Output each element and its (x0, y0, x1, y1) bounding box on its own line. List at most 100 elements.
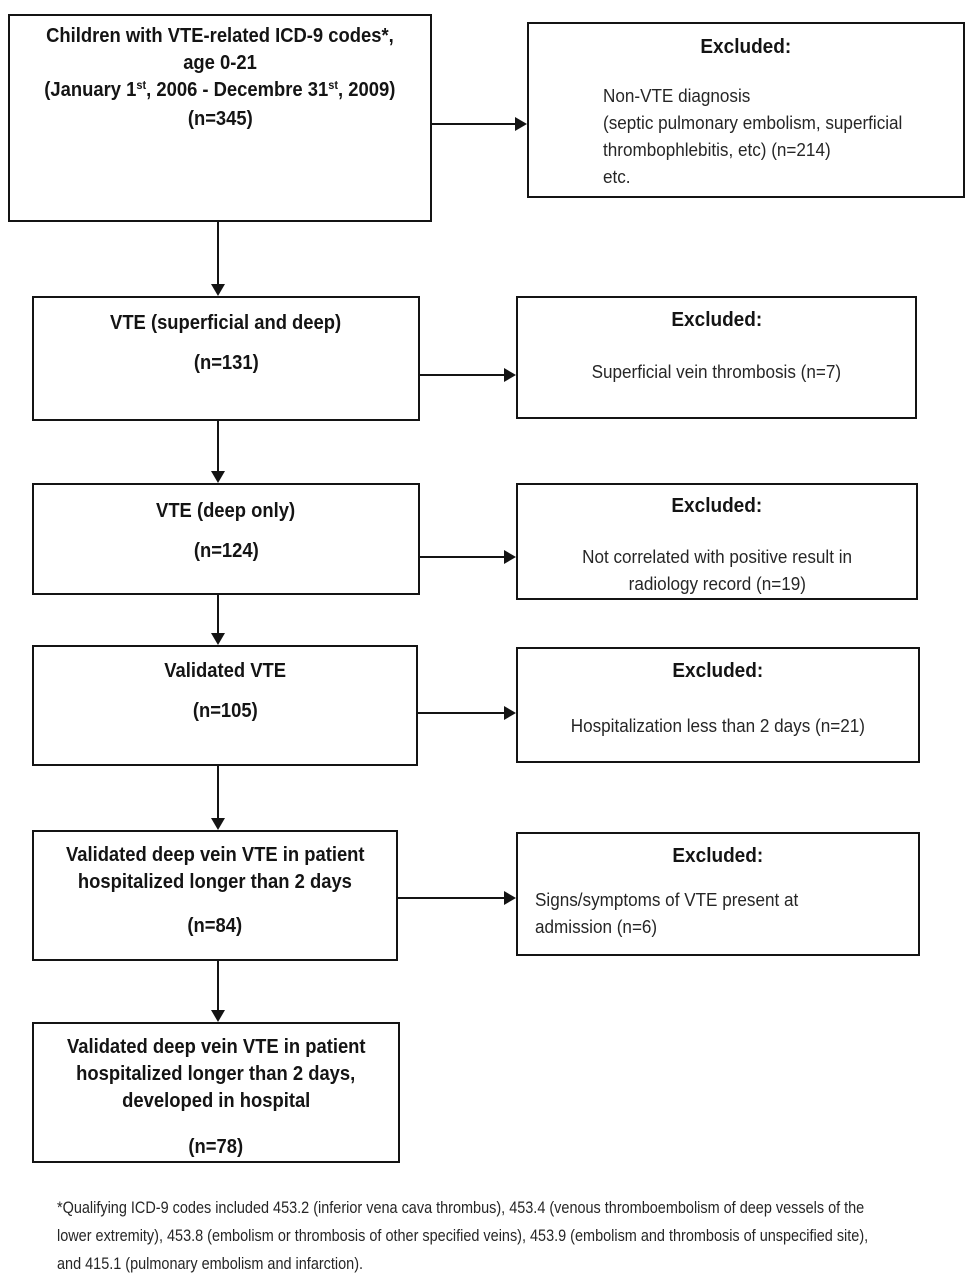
box-text: hospitalized longer than 2 days (77, 871, 353, 893)
down-arrow-3 (211, 595, 225, 645)
excluded-reason-text: Hospitalization less than 2 days (n=21) (570, 716, 866, 736)
down-arrow-2 (211, 421, 225, 483)
footnote-text: and 415.1 (pulmonary embolism and infarc… (57, 1254, 364, 1273)
box-text: (January 1st, 2006 - Decembre 31st, 2009… (44, 77, 395, 106)
sample-size-line: (n=124) (34, 538, 418, 565)
flow-box-vte-superficial-deep: VTE (superficial and deep) (n=131) (32, 296, 420, 421)
excluded-heading: Excluded: (529, 34, 963, 61)
flow-box-final-cohort: Validated deep vein VTE in patient hospi… (32, 1022, 400, 1163)
excluded-box-3: Excluded: Not correlated with positive r… (516, 483, 918, 600)
box-text: VTE (superficial and deep) (110, 312, 342, 334)
box-text-line: Validated VTE (34, 658, 416, 685)
arrow-head-icon (211, 471, 225, 483)
flow-box-validated-vte: Validated VTE (n=105) (32, 645, 418, 766)
excluded-reason-line: radiology record (n=19) (518, 571, 916, 598)
flow-box-vte-deep-only: VTE (deep only) (n=124) (32, 483, 420, 595)
excluded-box-1: Excluded: Non-VTE diagnosis (septic pulm… (527, 22, 965, 198)
excluded-reason-line: Non-VTE diagnosis (603, 83, 963, 110)
flow-box-validated-dvt-hospitalized: Validated deep vein VTE in patient hospi… (32, 830, 398, 961)
arrow-head-icon (504, 706, 516, 720)
box-text-line: developed in hospital (34, 1088, 398, 1115)
excluded-reasons: Hospitalization less than 2 days (n=21) (518, 713, 918, 740)
box-text-line: VTE (superficial and deep) (34, 310, 418, 337)
footnote: *Qualifying ICD-9 codes included 453.2 (… (57, 1194, 971, 1278)
excluded-box-5: Excluded: Signs/symptoms of VTE present … (516, 832, 920, 956)
arrow-head-icon (211, 1010, 225, 1022)
arrow-shaft (217, 595, 219, 634)
excluded-reason-line: admission (n=6) (535, 914, 918, 941)
flow-box-initial-cohort: Children with VTE-related ICD-9 codes*, … (8, 14, 432, 222)
box-text: age 0-21 (183, 52, 257, 74)
box-text-line: VTE (deep only) (34, 498, 418, 525)
right-arrow-1 (432, 117, 527, 131)
excluded-reason-text: (septic pulmonary embolism, superficial (603, 113, 903, 133)
sample-size-line: (n=345) (10, 106, 430, 133)
box-text: Children with VTE-related ICD-9 codes*, (46, 25, 394, 47)
box-text: developed in hospital (121, 1090, 311, 1112)
excluded-reasons: Signs/symptoms of VTE present at admissi… (518, 887, 918, 941)
excluded-box-2: Excluded: Superficial vein thrombosis (n… (516, 296, 917, 419)
excluded-reason-line: (septic pulmonary embolism, superficial (603, 110, 963, 137)
arrow-shaft (217, 222, 219, 285)
excluded-reasons: Non-VTE diagnosis (septic pulmonary embo… (529, 83, 963, 191)
ordinal-superscript: st (136, 78, 147, 92)
arrow-head-icon (211, 633, 225, 645)
box-text: Validated deep vein VTE in patient (66, 1036, 366, 1058)
arrow-head-icon (504, 368, 516, 382)
sample-size-line: (n=105) (34, 698, 416, 725)
excluded-reason-line: Not correlated with positive result in (518, 544, 916, 571)
arrow-head-icon (211, 284, 225, 296)
down-arrow-1 (211, 222, 225, 296)
excluded-reason-line: etc. (603, 164, 963, 191)
box-text-line: (January 1st, 2006 - Decembre 31st, 2009… (10, 77, 430, 106)
excluded-reason-text: Non-VTE diagnosis (603, 86, 751, 106)
footnote-line: and 415.1 (pulmonary embolism and infarc… (57, 1250, 971, 1278)
arrow-head-icon (515, 117, 527, 131)
down-arrow-5 (211, 961, 225, 1022)
excluded-heading: Excluded: (518, 843, 918, 870)
excluded-heading: Excluded: (518, 307, 915, 334)
arrow-shaft (418, 712, 505, 714)
excluded-reason-text: Signs/symptoms of VTE present at (535, 890, 799, 910)
date-range-part: , 2006 - Decembre 31 (146, 79, 329, 101)
sample-size: (n=345) (187, 108, 253, 130)
arrow-shaft (420, 374, 505, 376)
sample-size-line: (n=78) (34, 1134, 398, 1161)
arrow-shaft (217, 766, 219, 819)
excluded-reason-text: Superficial vein thrombosis (n=7) (591, 362, 842, 382)
sample-size: (n=105) (192, 700, 258, 722)
excluded-reason-line: thrombophlebitis, etc) (n=214) (603, 137, 963, 164)
arrow-shaft (217, 421, 219, 472)
excluded-reason-line: Hospitalization less than 2 days (n=21) (518, 713, 918, 740)
down-arrow-4 (211, 766, 225, 830)
excluded-heading-text: Excluded: (672, 845, 764, 867)
box-text: Validated deep vein VTE in patient (65, 844, 365, 866)
excluded-heading-text: Excluded: (671, 309, 762, 331)
box-text-line: hospitalized longer than 2 days (34, 869, 396, 896)
excluded-heading-text: Excluded: (671, 495, 763, 517)
excluded-heading: Excluded: (518, 658, 918, 685)
arrow-head-icon (504, 891, 516, 905)
excluded-reason-text: thrombophlebitis, etc) (n=214) (603, 140, 831, 160)
arrow-head-icon (504, 550, 516, 564)
arrow-head-icon (211, 818, 225, 830)
box-text-line: hospitalized longer than 2 days, (34, 1061, 398, 1088)
footnote-text: lower extremity), 453.8 (embolism or thr… (57, 1226, 869, 1245)
footnote-text: *Qualifying ICD-9 codes included 453.2 (… (57, 1198, 865, 1217)
sample-size: (n=124) (193, 540, 259, 562)
excluded-reason-line: Superficial vein thrombosis (n=7) (518, 359, 915, 386)
arrow-shaft (432, 123, 516, 125)
excluded-reason-text: radiology record (n=19) (628, 574, 806, 594)
box-text: hospitalized longer than 2 days, (76, 1063, 356, 1085)
date-range-part: , 2009) (338, 79, 396, 101)
excluded-reason-line: Signs/symptoms of VTE present at (535, 887, 918, 914)
arrow-shaft (420, 556, 505, 558)
sample-size: (n=84) (187, 915, 243, 937)
footnote-line: *Qualifying ICD-9 codes included 453.2 (… (57, 1194, 971, 1222)
box-text-line: age 0-21 (10, 50, 430, 77)
box-text-line: Validated deep vein VTE in patient (34, 842, 396, 869)
right-arrow-3 (420, 550, 516, 564)
excluded-reasons: Not correlated with positive result in r… (518, 544, 916, 598)
excluded-reason-text: admission (n=6) (535, 917, 658, 937)
